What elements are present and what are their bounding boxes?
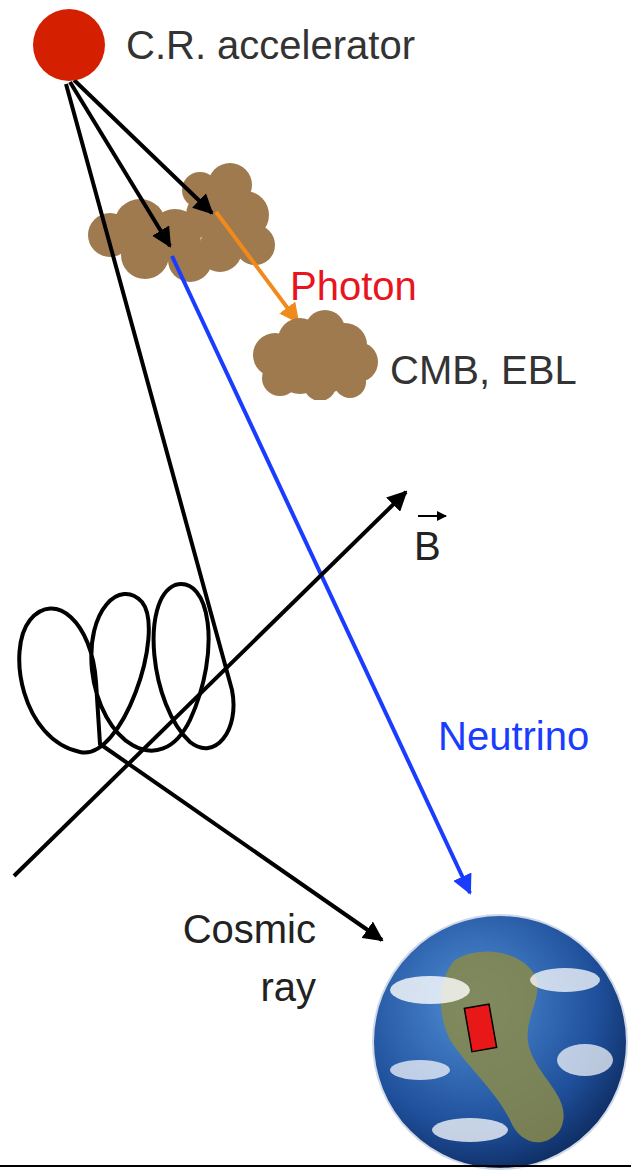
node-label: CMB, EBL	[390, 346, 577, 394]
cosmic-ray-path	[19, 84, 382, 940]
photon-arrow	[216, 212, 298, 322]
photon-label: Photon	[290, 262, 417, 310]
vector-arrow	[418, 515, 446, 517]
field-label: B	[414, 522, 441, 570]
cloud	[250, 300, 380, 400]
cloud-node: CMB, EBL	[250, 300, 577, 400]
accelerator-node: C.R. accelerator	[32, 8, 415, 82]
node-label: C.R. accelerator	[126, 21, 415, 69]
cosmic-ray-label: Cosmic ray	[168, 900, 316, 1016]
cosmic-ray-arrow	[70, 82, 170, 246]
earth	[373, 915, 627, 1169]
detector	[464, 1004, 496, 1052]
ground-line	[0, 1165, 631, 1167]
accelerator-circle	[32, 8, 106, 82]
neutrino-label: Neutrino	[438, 712, 589, 760]
